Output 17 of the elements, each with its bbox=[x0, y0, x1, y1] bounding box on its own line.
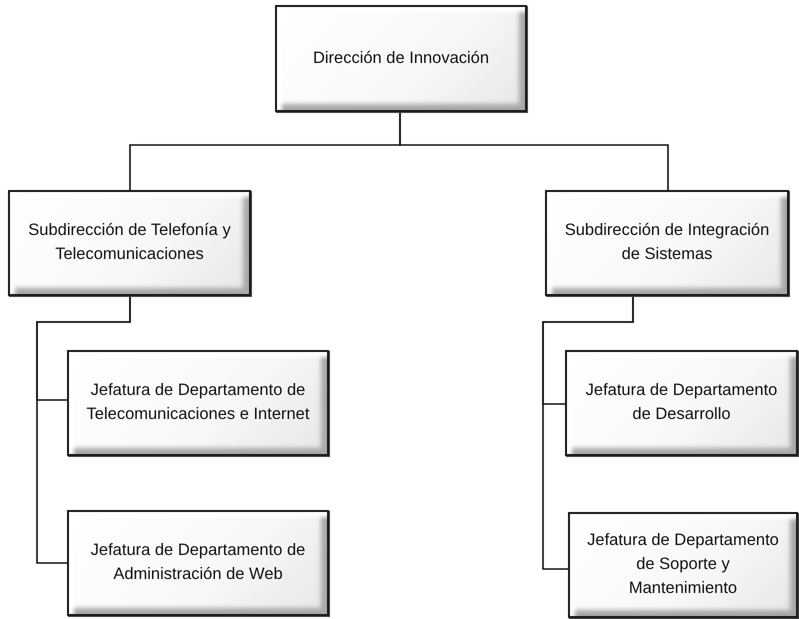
org-box bbox=[8, 190, 251, 296]
box-label: Jefatura de Departamento de Desarrollo bbox=[584, 380, 778, 425]
connector-line bbox=[399, 112, 669, 190]
connector-line bbox=[36, 296, 131, 564]
box-label: Subdirección de Integración de Sistemas bbox=[564, 220, 770, 265]
box-label: Dirección de Innovación bbox=[312, 48, 490, 69]
org-box bbox=[67, 510, 329, 616]
connector-line bbox=[542, 296, 634, 570]
org-box bbox=[545, 190, 789, 296]
box-label: Jefatura de Departamento de Soporte y Mantenimiento bbox=[586, 530, 780, 599]
org-box bbox=[565, 350, 798, 456]
box-label: Subdirección de Telefonía y Telecomunicaciones bbox=[27, 220, 232, 265]
box-label: Jefatura de Departamento de Telecomunicaciones e Internet bbox=[86, 380, 310, 425]
org-box bbox=[568, 512, 798, 618]
box-label: Jefatura de Departamento de Administración de Web bbox=[90, 540, 306, 585]
org-box bbox=[275, 5, 527, 112]
org-box bbox=[67, 350, 329, 456]
